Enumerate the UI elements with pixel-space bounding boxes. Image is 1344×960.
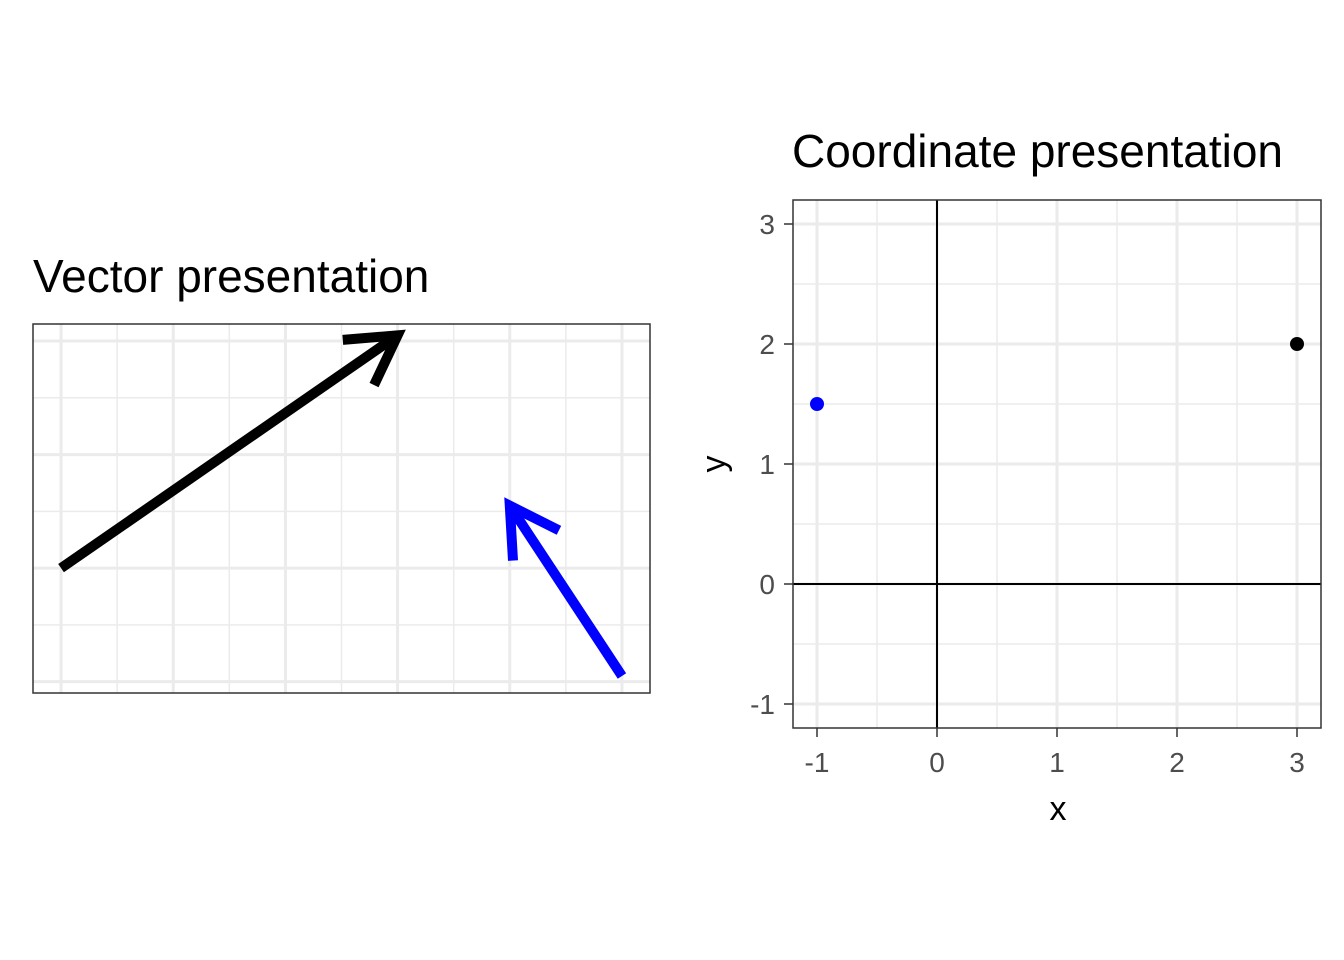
- arrow-shaft: [505, 502, 627, 679]
- y-axis-ticks: -1 0 1 2 3: [750, 209, 793, 720]
- coordinate-points: [810, 337, 1304, 411]
- vector-chart: Vector presentation: [32, 250, 651, 694]
- x-tick-label: 1: [1049, 747, 1065, 778]
- y-tick-label: 2: [759, 329, 775, 360]
- arrow-head: [504, 497, 562, 561]
- vector-chart-title: Vector presentation: [33, 250, 429, 302]
- x-tick-label: 2: [1169, 747, 1185, 778]
- vector-arrows: [58, 329, 627, 679]
- vector-panel-border: [32, 323, 651, 694]
- y-tick-label: 3: [759, 209, 775, 240]
- reference-lines: [793, 200, 1321, 728]
- arrow-shaft: [58, 331, 401, 573]
- y-tick-label: -1: [750, 689, 775, 720]
- x-tick-label: -1: [805, 747, 830, 778]
- coordinate-grid: [793, 200, 1321, 728]
- x-axis-ticks: -1 0 1 2 3: [805, 728, 1305, 778]
- y-axis-title: y: [695, 456, 733, 473]
- arrow-head: [342, 329, 406, 388]
- x-tick-label: 3: [1289, 747, 1305, 778]
- vector-arrow-1: [58, 329, 406, 573]
- y-tick-label: 1: [759, 449, 775, 480]
- coordinate-chart-title: Coordinate presentation: [792, 125, 1283, 177]
- x-axis-title: x: [1050, 790, 1067, 828]
- data-point-2: [810, 397, 824, 411]
- x-tick-label: 0: [929, 747, 945, 778]
- data-point-1: [1290, 337, 1304, 351]
- y-tick-label: 0: [759, 569, 775, 600]
- vector-arrow-2: [504, 497, 627, 679]
